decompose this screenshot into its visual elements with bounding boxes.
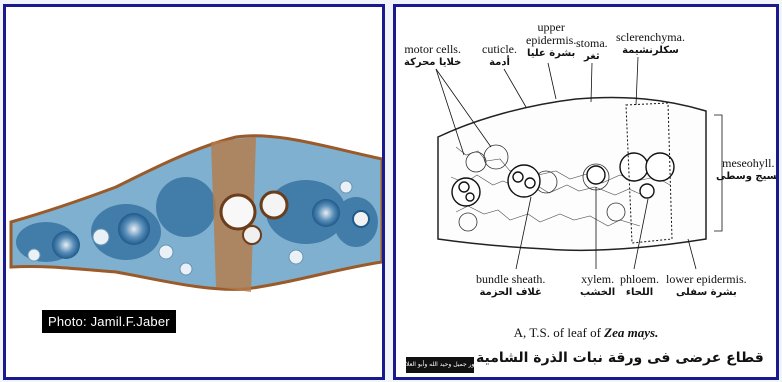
- label-bundle-sheath: bundle sheath. غلاف الحزمة: [476, 273, 545, 299]
- figure-caption: A, T.S. of leaf of Zea mays.: [396, 325, 776, 341]
- atlas-stamp: أطلس النبات للدكتور جميل وحيد الله وأبو …: [406, 357, 474, 373]
- label-xylem: xylem. الخشب: [580, 273, 615, 299]
- diagram-panel: motor cells. خلايا محركة cuticle. أدمة u…: [393, 4, 779, 380]
- label-stoma: stoma. ثغر: [576, 37, 608, 63]
- label-mesophyll: meseohyll. نسيج وسطى: [716, 157, 779, 183]
- photo-credit: Photo: Jamil.F.Jaber: [42, 310, 176, 333]
- label-sclerenchyma: sclerenchyma. سكلرنشيمة: [616, 31, 685, 57]
- label-motor-cells: motor cells. خلايا محركة: [404, 43, 461, 69]
- arabic-figure-title: قطاع عرضى فى ورقة نبات الذرة الشامية: [476, 350, 764, 366]
- label-phloem: phloem. اللحاء: [620, 273, 659, 299]
- label-lower-epidermis: lower epidermis. بشرة سفلى: [666, 273, 747, 299]
- label-upper-epidermis: upper epidermis. بشرة عليا: [526, 21, 576, 60]
- micrograph-panel: Photo: Jamil.F.Jaber: [3, 4, 385, 380]
- label-cuticle: cuticle. أدمة: [482, 43, 517, 69]
